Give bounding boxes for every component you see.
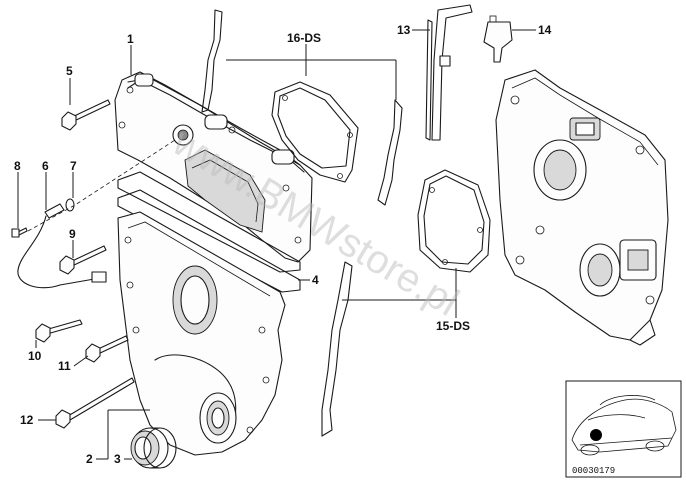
bolt-12 [55,377,135,429]
callout-8: 8 [14,159,21,173]
bolt-5 [61,99,111,131]
gasket-set-15 [321,169,491,437]
callout-10: 10 [28,349,42,363]
callout-3: 3 [114,452,121,466]
upper-timing-cover [114,71,313,263]
clip-14 [483,15,513,63]
callout-7: 7 [70,159,77,173]
cover-gasket-pair [117,171,301,293]
callout-16-ds: 16-DS [287,31,321,45]
o-ring-7 [65,198,75,212]
callout-12: 12 [20,413,34,427]
reference-thumbnail: 00030179 [565,380,682,478]
callout-15-ds: 15-DS [436,319,470,333]
guide-rail-13 [425,4,473,141]
callout-5: 5 [66,64,73,78]
bolt-11 [85,335,129,363]
callout-6: 6 [42,159,49,173]
callout-11: 11 [58,359,71,373]
screw-8 [11,227,28,238]
callout-14: 14 [538,23,552,37]
bolt-10 [35,319,83,343]
gasket-set-16 [201,9,403,206]
callout-labels: 1 5 8 6 7 9 10 11 12 2 3 4 16-DS 15-DS 1… [14,23,552,466]
engine-housing [495,69,669,346]
radial-shaft-seal [130,427,177,469]
callout-2: 2 [86,452,93,466]
bolt-9 [59,245,107,275]
sensor-6 [17,203,107,289]
callout-1: 1 [127,32,134,46]
leader-lines [17,29,536,460]
lower-timing-cover [117,211,286,456]
location-marker [590,429,602,441]
callout-9: 9 [69,227,76,241]
callout-13: 13 [397,23,411,37]
reference-code: 00030179 [572,466,615,476]
callout-4: 4 [312,273,319,287]
